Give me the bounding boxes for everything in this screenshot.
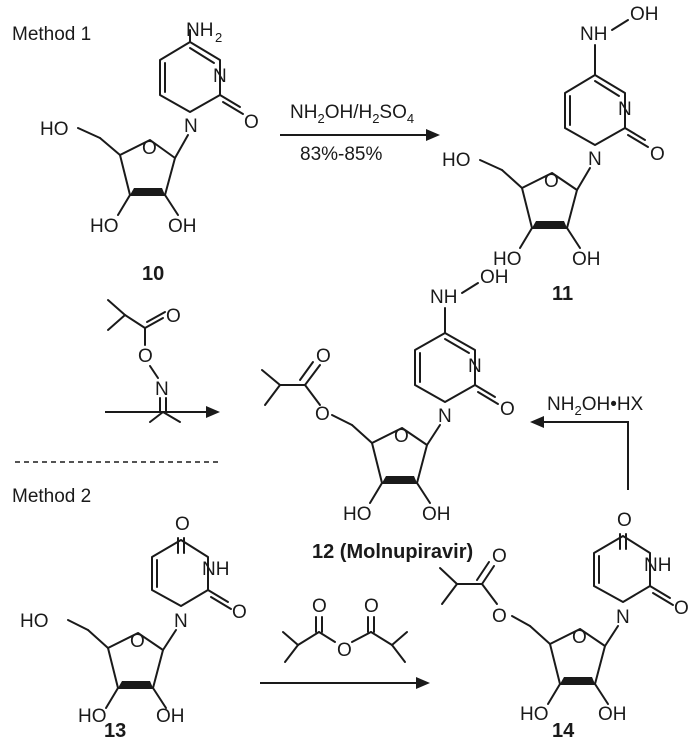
compound-14-structure: O NH O N O O O HO OH (439, 510, 689, 725)
svg-text:N: N (213, 66, 227, 87)
method-2-label: Method 2 (12, 486, 91, 507)
svg-text:OH: OH (598, 704, 627, 725)
svg-text:HO: HO (78, 706, 107, 727)
svg-text:N: N (438, 406, 452, 427)
svg-text:O: O (500, 399, 515, 420)
svg-text:O: O (175, 514, 190, 535)
svg-text:O: O (492, 546, 507, 567)
svg-text:O: O (394, 426, 409, 447)
svg-text:O: O (244, 112, 259, 133)
svg-text:OH: OH (422, 504, 451, 525)
compound-13-structure: O NH O N O HO HO OH (20, 514, 247, 727)
compound-10-structure: NH 2 N O N O HO HO OH (40, 20, 259, 237)
method-1-label: Method 1 (12, 24, 91, 45)
svg-text:HO: HO (90, 216, 119, 237)
svg-text:OH: OH (572, 249, 601, 270)
step-2-arrow (105, 406, 220, 418)
svg-text:O: O (130, 631, 145, 652)
svg-text:HO: HO (343, 504, 372, 525)
step-4-arrow (260, 677, 430, 689)
isobutyric-anhydride-reagent: O O O (282, 596, 408, 663)
svg-text:HO: HO (520, 704, 549, 725)
step-1-arrow (280, 129, 440, 141)
step-3-reagent: NH2OH•HX (547, 394, 644, 418)
svg-text:O: O (674, 598, 689, 619)
svg-text:N: N (184, 116, 198, 137)
svg-text:NH: NH (186, 20, 213, 41)
svg-text:2: 2 (215, 30, 222, 45)
svg-text:NH: NH (580, 24, 607, 45)
compound-11-label: 11 (552, 283, 573, 305)
svg-text:HO: HO (20, 611, 49, 632)
svg-text:N: N (588, 149, 602, 170)
svg-text:O: O (572, 627, 587, 648)
svg-text:OH: OH (168, 216, 197, 237)
svg-text:N: N (468, 356, 482, 377)
svg-text:HO: HO (40, 119, 69, 140)
svg-text:O: O (650, 144, 665, 165)
compound-13-label: 13 (104, 720, 126, 742)
svg-text:O: O (617, 510, 632, 531)
svg-text:OH: OH (156, 706, 185, 727)
svg-text:O: O (312, 596, 327, 617)
svg-text:O: O (492, 606, 507, 627)
svg-text:O: O (232, 602, 247, 623)
svg-text:83%-85%: 83%-85% (300, 144, 382, 165)
svg-text:N: N (174, 611, 188, 632)
svg-text:O: O (316, 346, 331, 367)
svg-text:OH: OH (630, 4, 659, 25)
svg-text:HO: HO (493, 249, 522, 270)
svg-text:O: O (166, 306, 181, 327)
svg-text:O: O (544, 171, 559, 192)
step-3-arrow (530, 416, 629, 490)
svg-text:N: N (616, 607, 630, 628)
step-1-reagents: NH2OH/H2SO4 83%-85% (290, 102, 414, 165)
svg-text:NH: NH (202, 559, 229, 580)
svg-text:O: O (337, 640, 352, 661)
svg-text:O: O (315, 404, 330, 425)
compound-11-structure: NH OH N O N O HO HO OH (442, 4, 665, 270)
svg-text:NH: NH (644, 555, 671, 576)
svg-text:O: O (138, 346, 153, 367)
svg-text:NH2OH/H2SO4: NH2OH/H2SO4 (290, 102, 414, 126)
svg-text:N: N (155, 379, 169, 400)
oxime-ester-reagent: O O N (107, 299, 181, 423)
compound-12-label: 12 (Molnupiravir) (312, 541, 473, 563)
compound-12-structure: NH OH N O N O O O HO OH (261, 267, 515, 525)
svg-text:NH: NH (430, 287, 457, 308)
svg-text:OH: OH (480, 267, 509, 288)
compound-14-label: 14 (552, 720, 575, 742)
svg-text:N: N (618, 99, 632, 120)
svg-text:O: O (142, 138, 157, 159)
svg-text:O: O (364, 596, 379, 617)
svg-text:HO: HO (442, 150, 471, 171)
compound-10-label: 10 (142, 263, 164, 285)
